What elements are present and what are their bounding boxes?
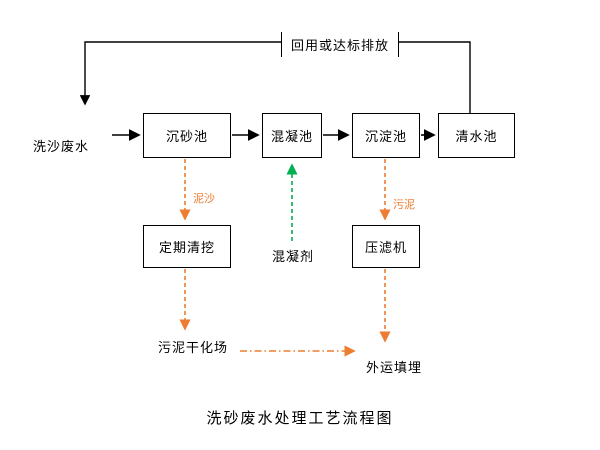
box-periodic-dredging: 定期清挖 <box>143 225 231 268</box>
sludge-flow-label: 污泥 <box>393 199 415 211</box>
recycle-line <box>79 41 471 113</box>
landfill-label: 外运填埋 <box>366 360 423 375</box>
box-clear-water-tank: 清水池 <box>438 113 515 158</box>
diagram-title: 洗砂废水处理工艺流程图 <box>206 410 394 427</box>
sediment-flow-label: 泥沙 <box>193 193 215 205</box>
coagulant-label: 混凝剂 <box>272 249 315 264</box>
input-label: 洗沙废水 <box>33 139 90 154</box>
box-grit-chamber: 沉砂池 <box>143 113 231 158</box>
drying-field-label: 污泥干化场 <box>158 340 229 355</box>
box-coagulation-tank: 混凝池 <box>262 113 322 158</box>
recycle-label: 回用或达标排放 <box>281 32 400 57</box>
box-filter-press: 压滤机 <box>352 225 420 268</box>
box-sedimentation-tank: 沉淀池 <box>352 113 420 158</box>
